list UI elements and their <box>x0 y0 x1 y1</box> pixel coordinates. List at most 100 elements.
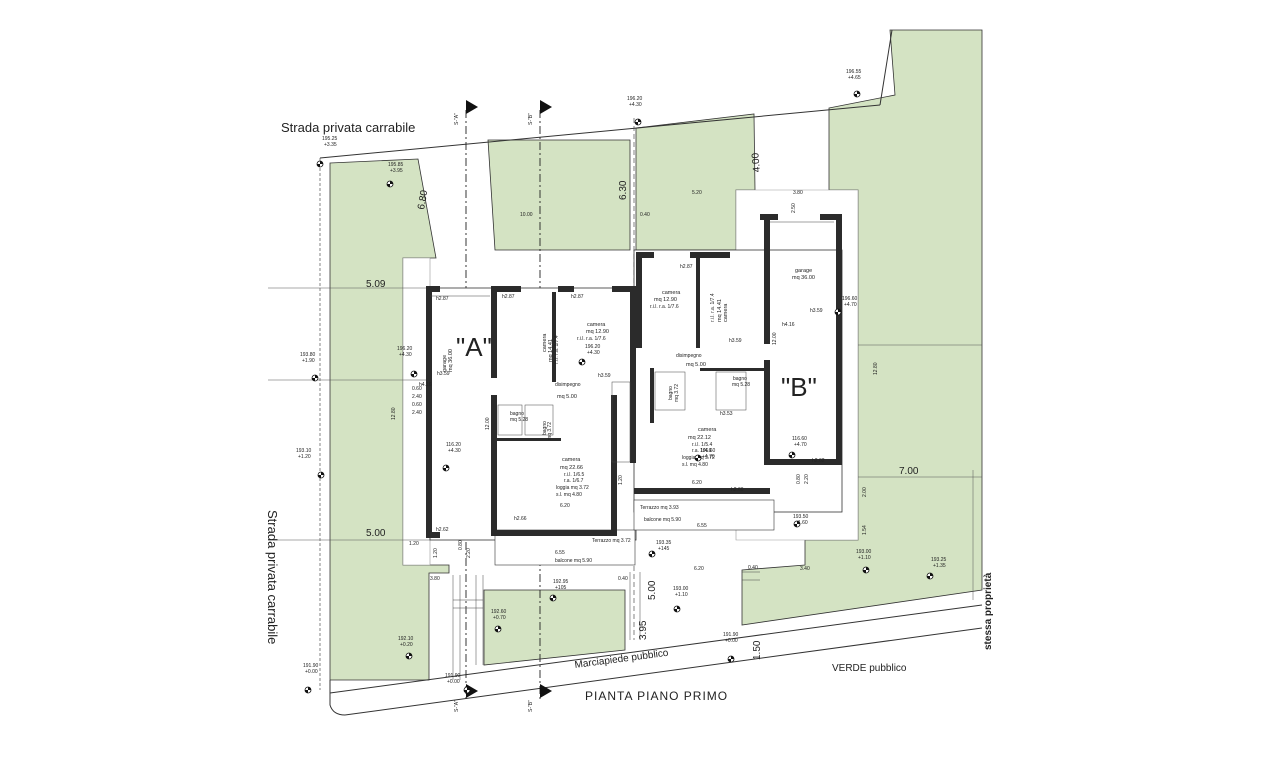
level-symbol-fill <box>305 687 311 693</box>
height-label: h2.87 <box>680 264 693 270</box>
street-top-edge-2 <box>879 29 893 106</box>
level-marker: 193.10+1.20 <box>296 448 325 479</box>
room-ratio: r.i.l. 1/6.5 <box>564 472 585 478</box>
level-delta: +4.30 <box>448 448 461 454</box>
balcony-label: balcone mq 5.90 <box>644 517 681 523</box>
level-value: 196.20 <box>585 344 601 350</box>
room-area: mq 22.66 <box>560 465 583 471</box>
fixtures-layer <box>430 221 834 463</box>
level-marker: 195.25+3.35 <box>316 136 338 168</box>
level-delta: +3.35 <box>324 142 337 148</box>
room-sl: s.l. mq 4.80 <box>682 462 708 468</box>
level-delta: +1.60 <box>795 520 808 526</box>
room-area: mq 22.12 <box>688 435 711 441</box>
level-marker: 193.35+145 <box>648 540 672 558</box>
wall-b-north-4 <box>820 214 842 220</box>
wc-b1 <box>715 371 747 411</box>
dim-label: 3.80 <box>793 190 803 196</box>
room-ratio: r.i.l. r.a. 1/7.4 <box>554 335 560 364</box>
dim-label: 2.40 <box>412 410 422 416</box>
wall-b-north-2 <box>690 252 730 258</box>
house-a-label: "A" <box>456 332 492 362</box>
room-ratio: r.a. 1/6.7 <box>564 478 584 484</box>
level-delta: +0.70 <box>493 615 506 621</box>
level-symbol-fill <box>695 455 701 461</box>
building-floor-b <box>633 249 843 513</box>
house-b-label: "B" <box>781 372 817 402</box>
public-green-label: VERDE pubblico <box>832 663 907 674</box>
building-floor-a <box>429 287 637 541</box>
level-delta: +4.70 <box>702 454 715 460</box>
paper-left-pad <box>402 257 431 566</box>
room-name: camera <box>662 290 681 296</box>
level-symbol-fill <box>674 606 680 612</box>
room-area: mq 14.41 <box>717 299 723 322</box>
terrace-label: Terrazzo mq 3.93 <box>640 505 679 511</box>
level-delta: +4.30 <box>629 102 642 108</box>
level-delta: +1.20 <box>298 454 311 460</box>
level-symbol-fill <box>649 551 655 557</box>
level-marker: 192.10+0.20 <box>398 636 414 660</box>
wall-a-north-1 <box>426 286 440 292</box>
room-loggia: loggia mq 3.72 <box>556 485 589 491</box>
height-label: h2.87 <box>571 294 584 300</box>
building-layer <box>429 249 843 566</box>
level-symbol-fill <box>794 521 800 527</box>
level-marker: 193.80+1.90 <box>300 352 319 382</box>
level-symbol-fill <box>406 653 412 659</box>
section-a-bottom-label: S-"A" <box>454 700 460 712</box>
level-delta: +1.10 <box>858 555 871 561</box>
wall-a-bath <box>491 438 561 441</box>
level-marker: 196.60+4.70 <box>834 296 858 316</box>
walls-layer <box>426 214 842 538</box>
green-lot-left <box>329 158 450 681</box>
level-delta: +4.70 <box>844 302 857 308</box>
dim-label: 1.54 <box>862 525 868 535</box>
level-value: 196.60 <box>700 448 716 454</box>
wall-a-inner-v4 <box>630 288 636 463</box>
room-ratio: r.i.l. r.a. 1/7.4 <box>710 293 716 322</box>
level-marker: 196.20+4.30 <box>397 346 418 378</box>
level-delta: +145 <box>658 546 669 552</box>
section-b-top-flag <box>540 100 552 114</box>
dim-label: 3.40 <box>800 566 810 572</box>
room-name: camera <box>562 457 581 463</box>
level-delta: +4.30 <box>587 350 600 356</box>
wall-b-bath <box>700 368 770 371</box>
height-label: h2.66 <box>731 487 744 493</box>
level-marker: 191.90+0.00 <box>445 673 471 694</box>
dim-label: 6.30 <box>618 180 629 200</box>
wall-a-west <box>426 288 432 536</box>
dim-label: 4.00 <box>750 152 763 173</box>
level-symbol-fill <box>635 119 641 125</box>
wall-b-west <box>636 258 642 348</box>
street-top-edge <box>319 104 881 159</box>
level-value: 193.25 <box>931 557 947 563</box>
dim-label: 5.00 <box>366 528 386 539</box>
room-sl: s.l. mq 4.80 <box>556 492 582 498</box>
dim-label: 5.00 <box>647 580 658 600</box>
dim-label: 6.20 <box>692 480 702 486</box>
level-marker: 191.90+0.00 <box>723 632 739 663</box>
level-delta: +4.65 <box>848 75 861 81</box>
level-value: 196.20 <box>397 346 413 352</box>
sidewalk-edge-3 <box>344 627 983 716</box>
level-value: 191.90 <box>303 663 319 669</box>
level-symbol-fill <box>854 91 860 97</box>
level-symbol-fill <box>312 375 318 381</box>
wc-a1 <box>497 404 523 436</box>
section-b-top-label: S-"B" <box>528 113 534 125</box>
level-value: 193.00 <box>673 586 689 592</box>
terrace-b <box>633 499 775 531</box>
room-name: bagno <box>510 411 524 417</box>
entry-steps <box>452 571 760 680</box>
section-b-bottom-flag <box>540 684 552 698</box>
section-a-top-flag <box>466 100 478 114</box>
property-line-label: stessa proprietà <box>983 572 994 650</box>
dim-label: 2.20 <box>466 548 472 558</box>
dim-label: 6.20 <box>694 566 704 572</box>
level-value: 195.85 <box>388 162 404 168</box>
level-symbol-fill <box>317 161 323 167</box>
wall-b-inner-v2 <box>764 360 770 465</box>
